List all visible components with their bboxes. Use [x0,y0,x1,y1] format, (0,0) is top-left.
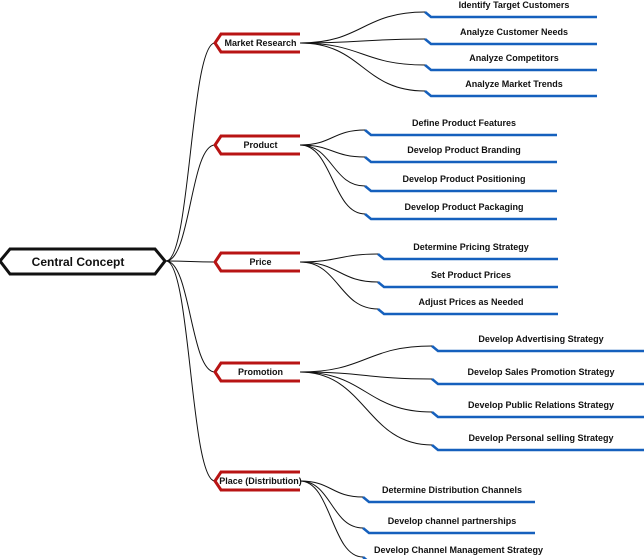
leaf-node-label: Develop Product Positioning [402,174,525,184]
leaf-node-underline [362,527,535,535]
leaf-node-underline [431,345,644,353]
connector-branch-to-leaf [299,261,379,310]
branch-node-shape [213,470,300,492]
connector-center-to-branch [165,144,216,262]
branch-node-shape [213,32,300,54]
leaf-node[interactable]: Determine Pricing Strategy [377,242,558,261]
leaf-node[interactable]: Develop Personal selling Strategy [431,433,644,452]
connector-branch-to-leaf [299,11,426,44]
connector-center-to-branch [165,260,216,482]
leaf-node[interactable]: Develop Product Packaging [364,202,557,221]
connector-branch-to-leaf [299,480,364,498]
leaf-node[interactable]: Adjust Prices as Needed [377,297,558,316]
leaf-node[interactable]: Set Product Prices [377,270,558,289]
central-node[interactable]: Central Concept [0,247,167,276]
leaf-node-label: Develop Product Packaging [404,202,523,212]
branch-layer: Market ResearchProductPricePromotionPlac… [213,32,302,492]
leaf-node[interactable]: Identify Target Customers [424,0,597,19]
branch-node-label: Price [249,257,271,267]
connector-branch-to-leaf [299,253,379,263]
leaf-node[interactable]: Analyze Market Trends [424,79,597,98]
branch-node-label: Place (Distribution) [219,476,302,486]
leaf-node[interactable]: Define Product Features [364,118,557,137]
connector-branch-to-leaf [299,129,366,146]
connector-branch-to-leaf [299,480,364,529]
leaf-node-underline [424,90,597,98]
branch-node[interactable]: Promotion [213,361,300,383]
connector-center-to-branch [165,42,216,262]
leaf-node[interactable]: Develop Sales Promotion Strategy [431,367,644,386]
leaf-node-label: Develop Personal selling Strategy [468,433,613,443]
leaf-node-label: Define Product Features [412,118,516,128]
leaf-node-label: Determine Distribution Channels [382,485,522,495]
leaf-node[interactable]: Develop channel partnerships [362,516,535,535]
branch-node-label: Market Research [224,38,296,48]
branch-node-label: Product [243,140,277,150]
branch-node-shape [213,251,300,273]
leaf-node[interactable]: Analyze Customer Needs [424,27,597,46]
leaf-node[interactable]: Develop Channel Management Strategy [362,545,548,559]
leaf-node[interactable]: Analyze Competitors [424,53,597,72]
branch-node[interactable]: Market Research [213,32,300,54]
connector-branch-to-leaf [299,38,426,44]
leaf-node-label: Analyze Market Trends [465,79,563,89]
leaf-node[interactable]: Develop Product Branding [364,145,557,164]
leaf-node-label: Develop Advertising Strategy [478,334,603,344]
connector-branch-to-leaf [299,371,433,380]
leaf-node-label: Develop Public Relations Strategy [468,400,614,410]
connector-layer [165,11,433,558]
branch-node[interactable]: Price [213,251,300,273]
connector-branch-to-leaf [299,371,433,413]
leaf-node-underline [364,156,557,164]
leaf-node[interactable]: Determine Distribution Channels [362,485,535,504]
leaf-node-underline [377,281,558,289]
leaf-node-underline [377,308,558,316]
leaf-node-label: Identify Target Customers [459,0,570,10]
connector-center-to-branch [165,260,216,373]
leaf-node-label: Determine Pricing Strategy [413,242,529,252]
branch-node-label: Promotion [238,367,283,377]
leaf-node-underline [424,38,597,46]
leaf-node-underline [364,185,557,193]
leaf-node-label: Adjust Prices as Needed [418,297,523,307]
connector-branch-to-leaf [299,42,426,92]
connector-center-to-branch [165,260,216,263]
leaf-node-label: Analyze Competitors [469,53,559,63]
leaf-node-underline [364,129,557,137]
leaf-node[interactable]: Develop Advertising Strategy [431,334,644,353]
leaf-node-underline [431,444,644,452]
central-node-label: Central Concept [32,255,125,269]
branch-node-shape [213,361,300,383]
leaf-node-underline [431,411,644,419]
connector-branch-to-leaf [299,480,364,558]
connector-branch-to-leaf [299,144,366,215]
connector-branch-to-leaf [299,345,433,373]
branch-node[interactable]: Product [213,134,300,156]
leaf-node-underline [424,64,597,72]
leaf-node-underline [424,11,597,19]
branch-node-shape [213,134,300,156]
connector-branch-to-leaf [299,261,379,283]
leaf-node-label: Develop channel partnerships [388,516,517,526]
connector-branch-to-leaf [299,144,366,158]
leaf-node-label: Develop Channel Management Strategy [374,545,543,555]
leaf-node[interactable]: Develop Public Relations Strategy [431,400,644,419]
leaf-node-underline [377,253,558,261]
leaf-node-label: Develop Sales Promotion Strategy [467,367,614,377]
branch-node[interactable]: Place (Distribution) [213,470,302,492]
leaf-node-underline [362,496,535,504]
central-node-shape [0,247,167,276]
connector-branch-to-leaf [299,371,433,446]
leaf-node-underline [431,378,644,386]
leaf-node-label: Set Product Prices [431,270,511,280]
leaf-node[interactable]: Develop Product Positioning [364,174,557,193]
leaf-node-label: Develop Product Branding [407,145,521,155]
connector-branch-to-leaf [299,42,426,66]
leaf-node-label: Analyze Customer Needs [460,27,568,37]
leaf-node-underline [364,213,557,221]
connector-branch-to-leaf [299,144,366,187]
